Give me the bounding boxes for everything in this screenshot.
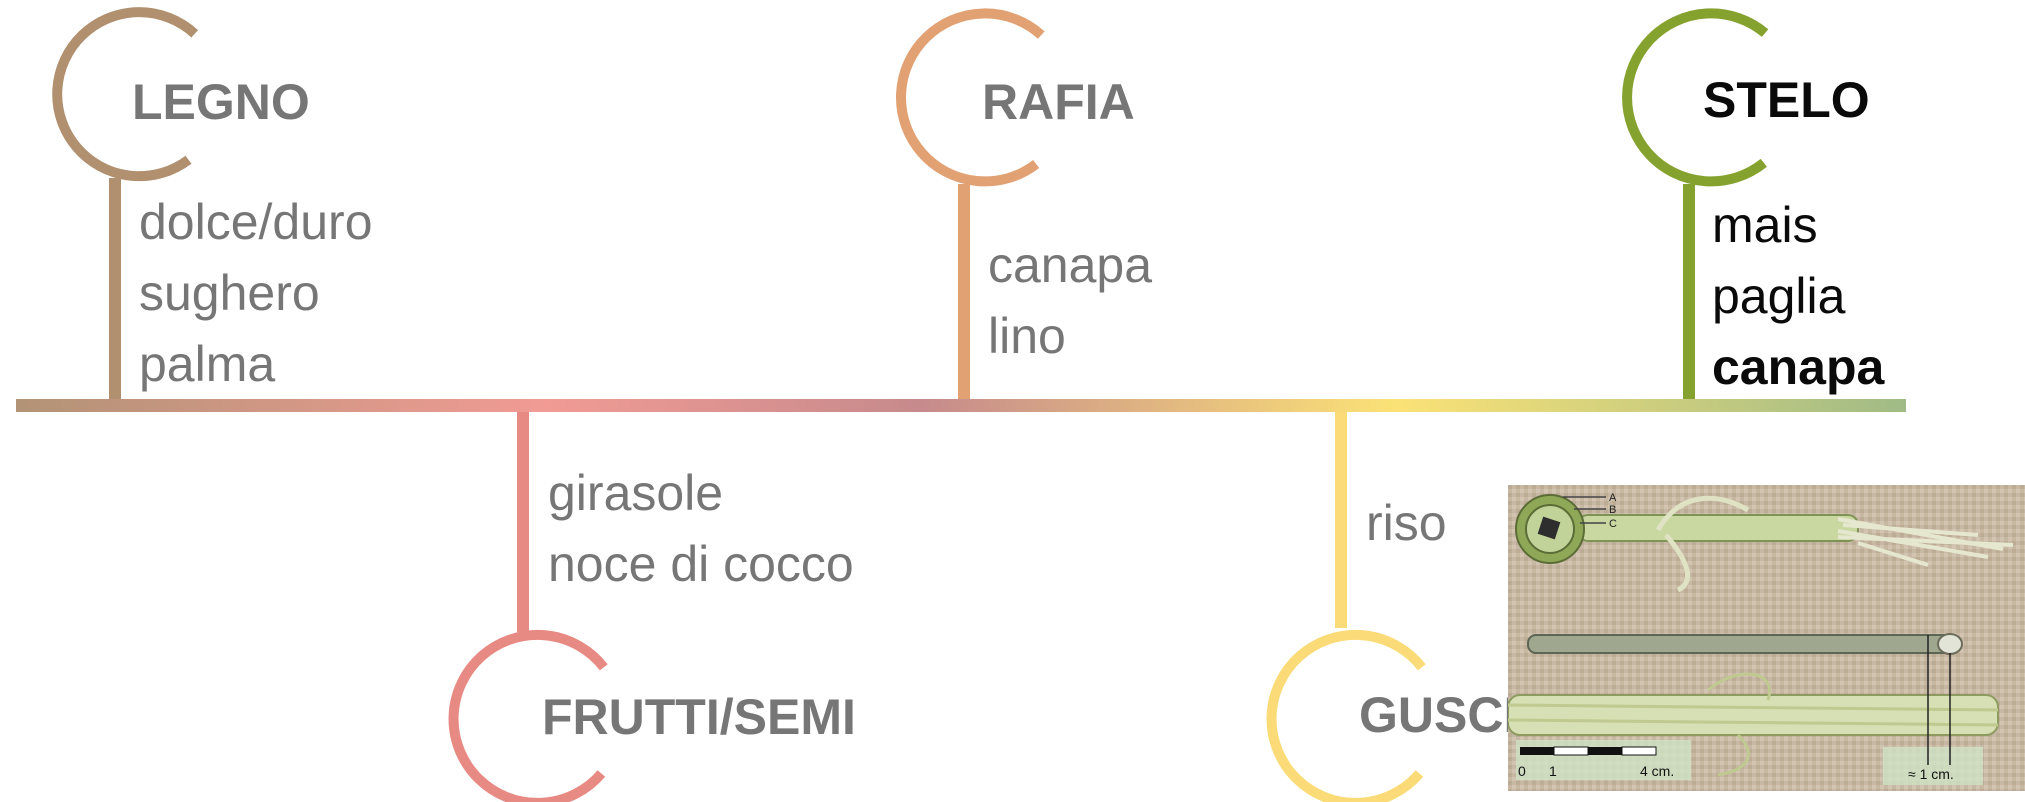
- legno-title: LEGNO: [132, 74, 310, 130]
- frutti-title: FRUTTI/SEMI: [542, 689, 856, 745]
- rafia-title: RAFIA: [982, 74, 1135, 130]
- gusci-title: GUSCI: [1359, 687, 1518, 743]
- list-item: canapa: [988, 237, 1153, 293]
- timeline-bar: [16, 399, 1906, 412]
- section-label-c: C: [1609, 518, 1617, 530]
- stelo-ring: [1622, 8, 1769, 187]
- stelo-title: STELO: [1703, 72, 1870, 128]
- diameter-label: ≈ 1 cm.: [1908, 766, 1954, 782]
- scale-bar-black-1: [1520, 747, 1554, 755]
- scale-bar-white-1: [1553, 746, 1589, 756]
- scale-box: [1516, 740, 1691, 780]
- scale-label-1: 1: [1549, 763, 1557, 779]
- list-item: riso: [1366, 495, 1447, 551]
- gusci-ring: [1266, 629, 1426, 802]
- list-item: noce di cocco: [548, 536, 854, 592]
- upper-stem-leaf: [1655, 495, 1750, 593]
- lower-stem: [1508, 694, 1999, 736]
- section-label-b: B: [1609, 504, 1616, 516]
- list-item: dolce/duro: [139, 194, 373, 250]
- rafia-ring: [896, 8, 1045, 187]
- list-item: girasole: [548, 465, 724, 521]
- scale-bar-black-2: [1588, 747, 1622, 755]
- section-label-a: A: [1609, 492, 1617, 504]
- lower-stem-fibers: [1508, 672, 1999, 777]
- rafia-items: canapa lino: [988, 230, 1152, 372]
- diameter-box: [1883, 747, 1983, 785]
- frutti-items: girasole noce di cocco: [548, 458, 854, 600]
- frutti-ring: [448, 629, 608, 802]
- list-item: paglia: [1712, 268, 1846, 324]
- middle-stem: [1527, 634, 1959, 654]
- legno-items: dolce/duro sughero palma: [139, 187, 373, 400]
- scale-label-4: 4 cm.: [1640, 763, 1674, 779]
- stelo-items: mais paglia canapa: [1712, 190, 1884, 403]
- list-item-highlighted: canapa: [1712, 339, 1885, 395]
- upper-stem-fibers: [1837, 517, 2014, 567]
- scale-bar-white-2: [1621, 746, 1657, 756]
- scale-label-0: 0: [1518, 763, 1526, 779]
- cross-section-hollow: [1537, 516, 1561, 540]
- list-item: sughero: [139, 265, 320, 321]
- list-item: palma: [139, 336, 276, 392]
- stem-photo: A B C 0 1 4 cm. ≈ 1 cm.: [1508, 485, 2025, 791]
- list-item: mais: [1712, 197, 1818, 253]
- list-item: lino: [988, 308, 1066, 364]
- legno-ring: [52, 7, 199, 182]
- middle-stem-end: [1937, 633, 1963, 655]
- gusci-items: riso: [1366, 488, 1447, 559]
- upper-stem: [1577, 514, 1859, 542]
